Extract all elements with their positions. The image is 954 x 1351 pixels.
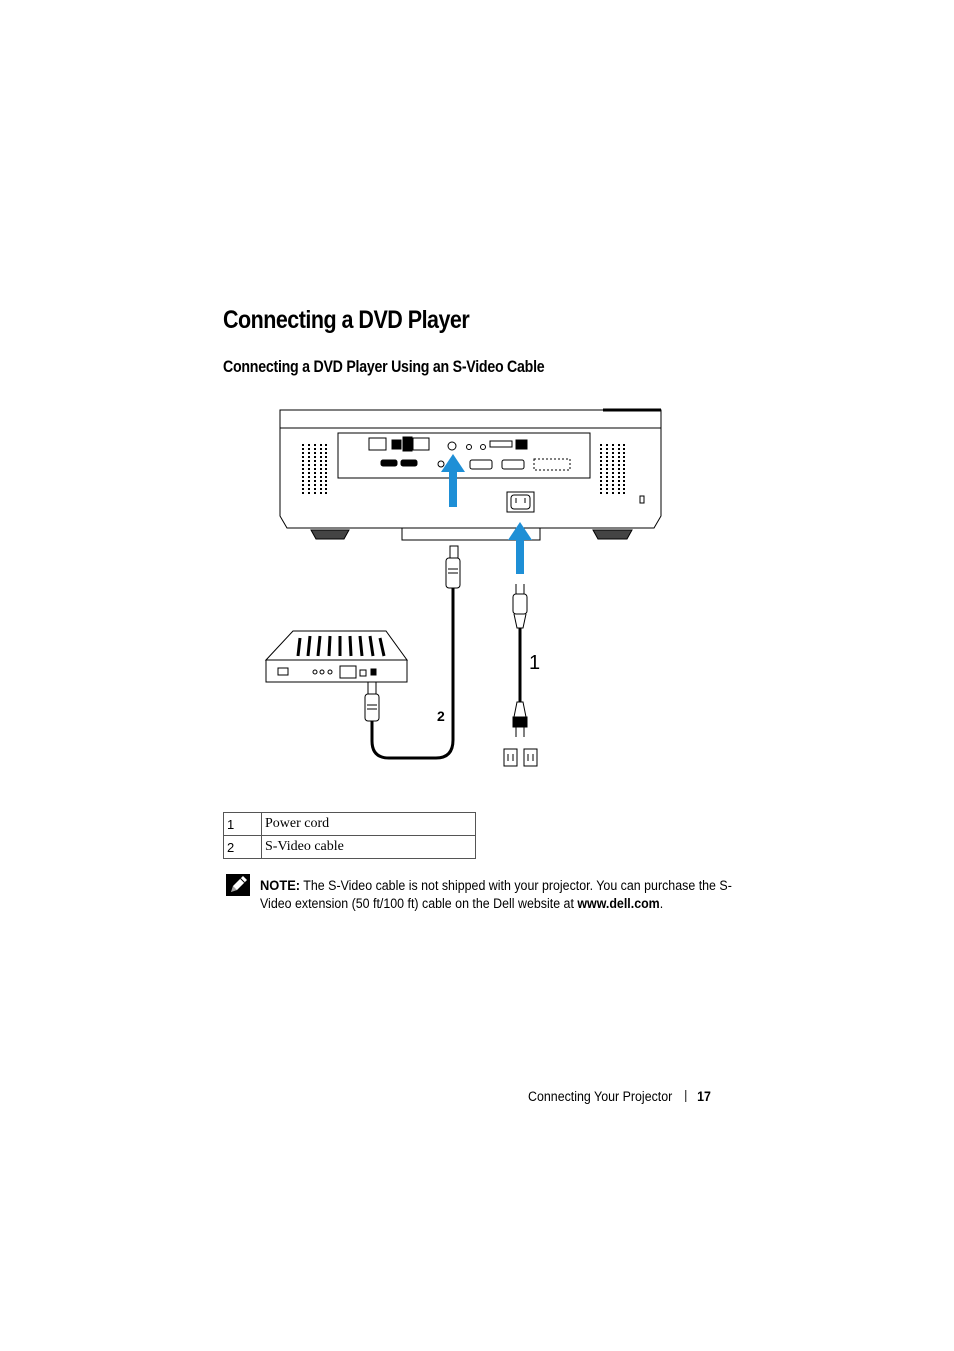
connection-diagram: 1 2 (264, 408, 662, 767)
note-body: The S-Video cable is not shipped with yo… (260, 878, 732, 911)
page-number: 17 (697, 1089, 711, 1104)
footer-section-title: Connecting Your Projector (528, 1089, 673, 1104)
note-text: NOTE: The S-Video cable is not shipped w… (260, 876, 738, 913)
callout-2: 2 (437, 708, 445, 724)
dvd-player-illustration (264, 630, 408, 683)
part-number: 2 (223, 835, 262, 859)
part-description: Power cord (261, 812, 476, 836)
connection-arrows (441, 454, 532, 574)
page-title: Connecting a DVD Player (223, 306, 470, 334)
power-cord (503, 584, 538, 767)
pencil-note-icon (226, 874, 250, 896)
callout-1: 1 (529, 652, 540, 674)
parts-table: 1 Power cord 2 S-Video cable (223, 812, 476, 859)
note-label: NOTE: (260, 877, 301, 893)
page-footer: Connecting Your Projector 17 (528, 1089, 711, 1104)
note-end: . (659, 896, 664, 911)
part-description: S-Video cable (261, 835, 476, 859)
projector-illustration (279, 408, 662, 541)
s-video-cable (364, 545, 461, 760)
footer-divider (685, 1090, 687, 1102)
table-row: 1 Power cord (223, 812, 476, 836)
table-row: 2 S-Video cable (223, 835, 476, 859)
section-title: Connecting a DVD Player Using an S-Video… (223, 358, 545, 376)
dell-website-link[interactable]: www.dell.com (577, 896, 660, 911)
part-number: 1 (223, 812, 262, 836)
